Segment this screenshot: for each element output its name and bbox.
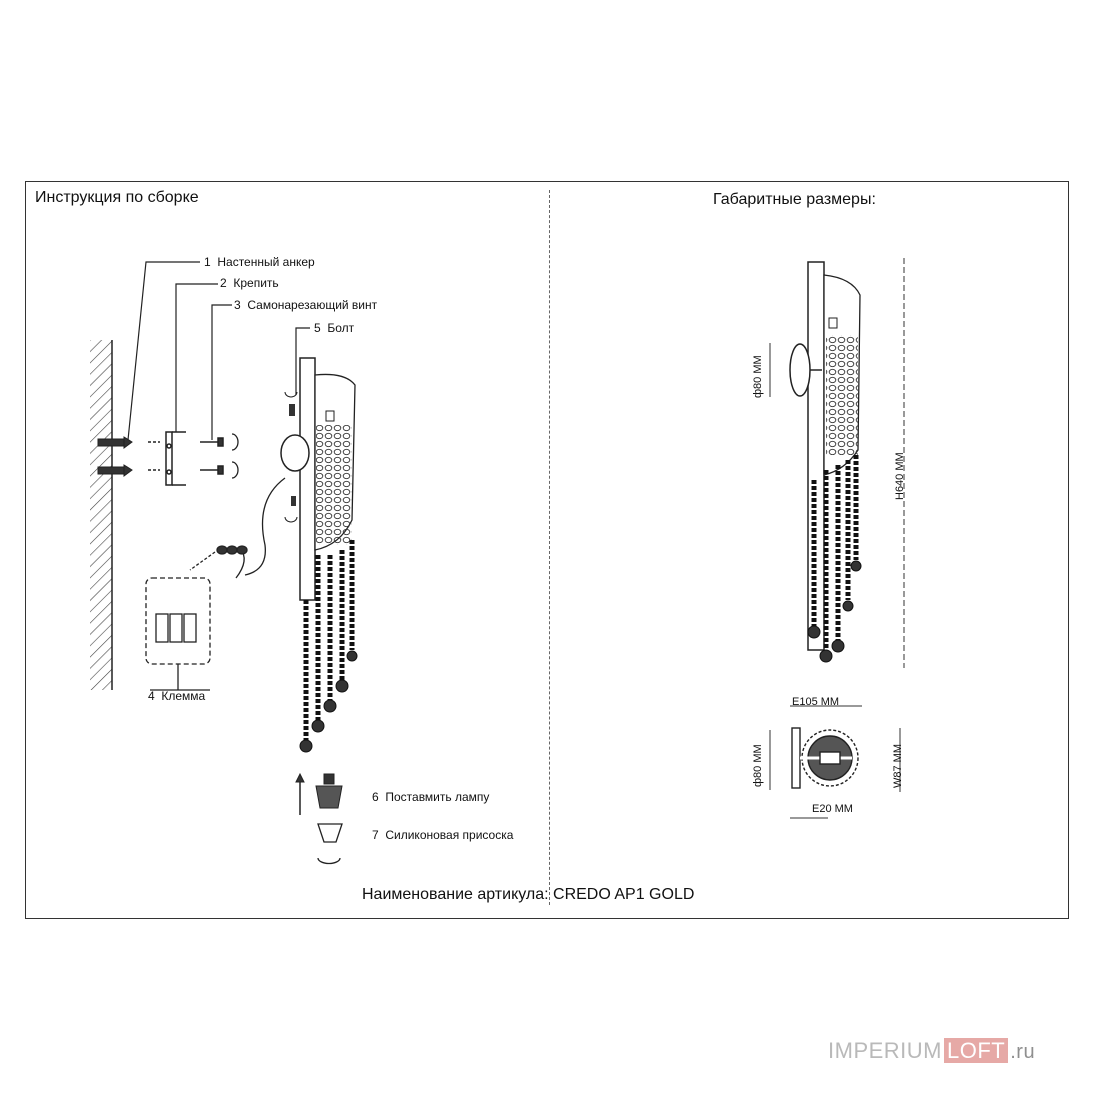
mounting-bracket-icon [165, 431, 186, 486]
dimension-lines [769, 258, 905, 819]
part-label-1: 1 Настенный анкер [204, 255, 315, 269]
part-label-6: 6 Поставмить лампу [372, 790, 490, 804]
assembly-title: Инструкция по сборке [35, 189, 199, 206]
dimensions-title: Габаритные размеры: [713, 191, 876, 208]
crystal-strands-assembly [299, 540, 358, 753]
wiring-cable [189, 477, 286, 579]
article-name: Наименование артикула: CREDO AP1 GOLD [362, 886, 695, 903]
sconce-body-assembly [280, 357, 356, 601]
part-label-2: 2 Крепить [220, 276, 279, 290]
suction-cup-icon [317, 823, 343, 865]
part-label-4: 4 Клемма [148, 689, 206, 703]
dimension-width: W87 ММ [892, 744, 904, 788]
sconce-top-view [791, 727, 859, 789]
dimension-base-diameter: ф80 ММ [752, 355, 764, 398]
lamp-bulb-icon [295, 772, 343, 815]
self-tapping-screw-icon [148, 437, 224, 475]
dimension-offset: E20 ММ [812, 803, 853, 815]
part-label-3: 3 Самонарезающий винт [234, 298, 378, 312]
part-label-7: 7 Силиконовая присоска [372, 828, 514, 842]
dimension-depth: E105 ММ [792, 696, 840, 708]
wall-anchor-icon [97, 436, 133, 477]
drawing-frame [25, 181, 1069, 919]
part-label-5: 5 Болт [314, 321, 355, 335]
rotation-arrow-icon [231, 433, 239, 479]
section-divider [549, 190, 550, 905]
terminal-block-icon [145, 577, 211, 691]
crystal-strands-dimension [807, 455, 862, 663]
dimension-top-diameter: ф80 ММ [752, 744, 764, 787]
part-leader-lines [127, 261, 310, 441]
dimension-height: H640 ММ [894, 452, 906, 500]
wall-hatching [90, 340, 113, 690]
